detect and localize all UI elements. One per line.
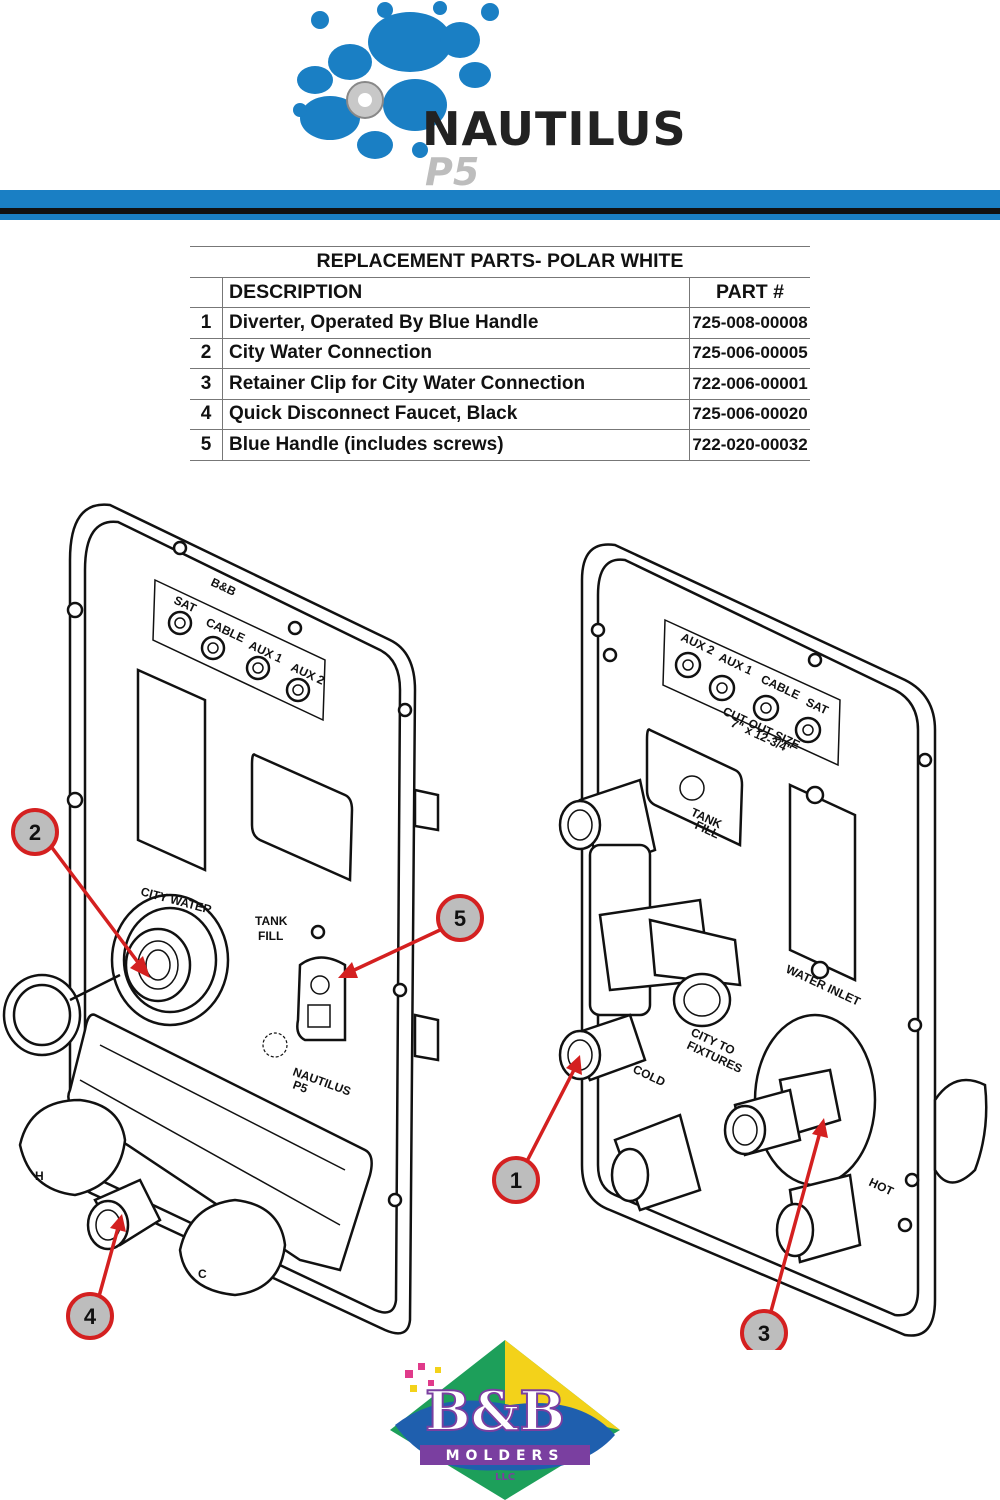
port-aux1-left [245,655,271,681]
side-cap-icon [933,1078,988,1184]
gear-icon [346,81,384,119]
svg-text:C: C [198,1267,207,1281]
header-stripe-blue [0,190,1000,208]
model-text: P5 [425,150,479,190]
retainer-clip-icon [723,1068,842,1157]
footer-molders: MOLDERS [446,1448,565,1464]
svg-text:5: 5 [454,906,466,931]
callout-5: 5 [338,894,484,978]
table-row: 4 Quick Disconnect Faucet, Black 725-006… [190,399,810,430]
footer-llc: LLC [495,1472,515,1483]
diverter-plumbing-icon [558,778,742,1082]
table-title-row: REPLACEMENT PARTS- POLAR WHITE [190,246,810,278]
footer-brand: B&B [425,1379,565,1443]
row-number: 4 [190,399,223,430]
blue-handle-icon [296,956,347,1042]
port-sat-right [794,716,822,744]
header-stripe-blue-thin [0,214,1000,220]
replacement-parts-table: REPLACEMENT PARTS- POLAR WHITE DESCRIPTI… [190,246,810,461]
port-cable-right [752,694,780,722]
row-part-number: 725-006-00020 [689,399,810,430]
callout-1: 1 [492,1055,582,1204]
row-number: 2 [190,338,223,369]
row-part-number: 725-008-00008 [689,307,810,339]
quick-disconnect-icon [86,1178,162,1251]
svg-text:2: 2 [29,820,41,845]
callout-4: 4 [66,1214,126,1340]
port-aux2-right [674,651,702,679]
tank-fill-label-1: TANK [255,914,288,928]
row-part-number: 722-006-00001 [689,368,810,400]
column-header-part: PART # [689,277,810,308]
port-aux1-right [708,674,736,702]
row-part-number: 722-020-00032 [689,429,810,461]
splash-icon [293,1,499,159]
svg-text:3: 3 [758,1321,770,1346]
table-row: 3 Retainer Clip for City Water Connectio… [190,368,810,400]
table-row: 5 Blue Handle (includes screws) 722-020-… [190,429,810,461]
row-description: City Water Connection [222,338,690,369]
svg-text:H: H [35,1169,44,1183]
retainer-cap-icon [2,973,121,1057]
row-number: 1 [190,307,223,339]
hot-knob-icon: H [18,1098,127,1197]
right-panel-drawing: AUX 2 AUX 1 CABLE SAT CUT OUT SIZE 7" x … [558,543,988,1337]
svg-text:P5: P5 [291,1078,310,1096]
row-description: Diverter, Operated By Blue Handle [222,307,690,339]
callout-3: 3 [740,1118,828,1350]
table-row: 2 City Water Connection 725-006-00005 [190,338,810,369]
row-description: Quick Disconnect Faucet, Black [222,399,690,430]
cold-knob-icon: C [178,1198,287,1297]
port-cable-left [200,635,226,661]
bb-molders-logo: B&B MOLDERS LLC [390,1340,620,1500]
svg-text:1: 1 [510,1168,522,1193]
nautilus-p5-logo: NAUTILUS P5 [293,1,687,190]
city-water-connection-icon [124,927,192,1003]
callout-2: 2 [11,808,150,978]
table-row: 1 Diverter, Operated By Blue Handle 725-… [190,307,810,339]
header-stripe-black [0,208,1000,214]
left-panel-drawing: B&B SAT CABLE AUX 1 AUX 2 CITY WATER [2,503,440,1335]
parts-diagram: .ln { fill:none; stroke:#111; stroke-wid… [2,503,988,1350]
port-aux2-left [285,677,311,703]
tank-fill-label-2: FILL [258,929,283,943]
row-number: 3 [190,368,223,400]
row-description: Retainer Clip for City Water Connection [222,368,690,400]
svg-text:4: 4 [84,1304,97,1329]
table-title: REPLACEMENT PARTS- POLAR WHITE [190,246,810,278]
port-sat-left [167,610,193,636]
column-header-description: DESCRIPTION [222,277,690,308]
row-description: Blue Handle (includes screws) [222,429,690,461]
row-number: 5 [190,429,223,461]
row-part-number: 725-006-00005 [689,338,810,369]
brand-text: NAUTILUS [422,102,687,156]
table-header-row: DESCRIPTION PART # [190,277,810,308]
